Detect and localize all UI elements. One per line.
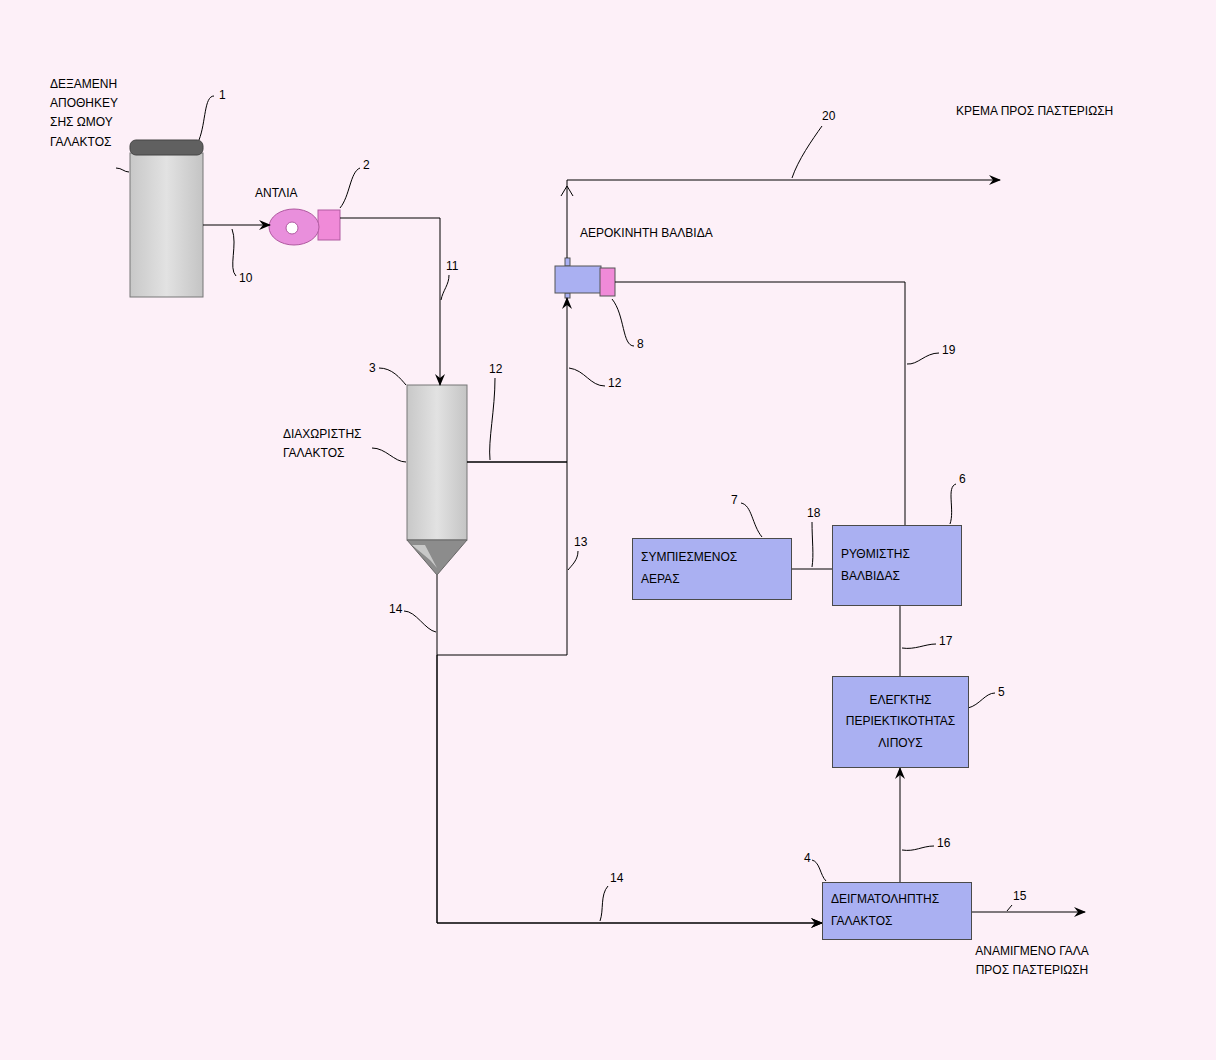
- flow-arrow: [561, 186, 573, 196]
- pipe-connector: [900, 768, 901, 882]
- separator: [407, 385, 467, 575]
- box-label: ΡΥΘΜΙΣΤΗΣ ΒΑΛΒΙΔΑΣ: [841, 544, 936, 587]
- callout-number: 18: [806, 506, 821, 520]
- pipe-connector: [792, 569, 832, 570]
- process-box: ΡΥΘΜΙΣΤΗΣ ΒΑΛΒΙΔΑΣ: [832, 525, 962, 606]
- separator: ΔΙΑΧΩΡΙΣΤΗΣ ΓΑΛΑΚΤΟΣ: [407, 385, 467, 575]
- part-label: ΑΝΤΛΙΑ: [255, 184, 297, 203]
- pipe-connector: [340, 218, 440, 385]
- box-label: ΣΥΜΠΙΕΣΜΕΝΟΣ ΑΕΡΑΣ: [641, 547, 766, 590]
- pump: [269, 209, 340, 245]
- callout-number: 2: [362, 158, 371, 172]
- process-box: ΕΛΕΓΚΤΗΣ ΠΕΡΙΕΚΤΙΚΟΤΗΤΑΣ ΛΙΠΟΥΣ: [832, 676, 969, 768]
- callout-number: 4: [803, 851, 812, 865]
- callout-number: 14: [388, 602, 403, 616]
- part-label: ΔΙΑΧΩΡΙΣΤΗΣ ΓΑΛΑΚΤΟΣ: [283, 425, 375, 463]
- callout-number: 3: [368, 361, 377, 375]
- callout-number: 16: [936, 836, 951, 850]
- pipe-connector: [615, 282, 905, 525]
- callout-number: 8: [636, 337, 645, 351]
- callout-number: 1: [218, 88, 227, 102]
- stream-label: ΑΝΑΜΙΓΜΕΝΟ ΓΑΛΑ ΠΡΟΣ ΠΑΣΤΕΡΙΩΣΗ: [968, 942, 1096, 979]
- pump: ΑΝΤΛΙΑ: [270, 208, 340, 246]
- cream-pipe: [567, 180, 1000, 258]
- callout-number: 19: [941, 343, 956, 357]
- callout-number: 15: [1012, 889, 1027, 903]
- milk-pipe: [972, 912, 1085, 913]
- part-label: ΔΕΞΑΜΕΝΗ ΑΠΟΘΗΚΕΥ ΣΗΣ ΩΜΟΥ ΓΑΛΑΚΤΟΣ: [50, 75, 122, 152]
- process-box: ΔΕΙΓΜΑΤΟΛΗΠΤΗΣ ΓΑΛΑΚΤΟΣ: [822, 882, 972, 940]
- callout-number: 11: [445, 259, 459, 273]
- stream-label: ΚΡΕΜΑ ΠΡΟΣ ΠΑΣΤΕΡΙΩΣΗ: [955, 104, 1114, 118]
- callout-number: 7: [730, 493, 739, 507]
- pipe-connector: [437, 462, 822, 923]
- process-box: ΣΥΜΠΙΕΣΜΕΝΟΣ ΑΕΡΑΣ: [632, 538, 792, 600]
- box-label: ΔΕΙΓΜΑΤΟΛΗΠΤΗΣ ΓΑΛΑΚΤΟΣ: [831, 889, 956, 932]
- air-valve: ΑΕΡΟΚΙΝΗΤΗ ΒΑΛΒΙΔΑ: [555, 262, 615, 298]
- box-label: ΕΛΕΓΚΤΗΣ ΠΕΡΙΕΚΤΙΚΟΤΗΤΑΣ ΛΙΠΟΥΣ: [841, 690, 960, 755]
- part-label: ΑΕΡΟΚΙΝΗΤΗ ΒΑΛΒΙΔΑ: [580, 224, 713, 243]
- callout-number: 12: [488, 362, 503, 376]
- pipe-connector: [900, 606, 901, 676]
- leader-lines: [116, 96, 1012, 921]
- callout-number: 17: [938, 634, 953, 648]
- storage-tank: ΔΕΞΑΜΕΝΗ ΑΠΟΘΗΚΕΥ ΣΗΣ ΩΜΟΥ ΓΑΛΑΚΤΟΣ: [130, 140, 203, 297]
- callout-number: 5: [997, 685, 1006, 699]
- tank: [130, 140, 203, 297]
- pipe-connector: [467, 298, 567, 462]
- callout-number: 13: [573, 535, 588, 549]
- pipe-connector: [203, 225, 270, 226]
- callout-number: 20: [821, 109, 836, 123]
- callout-number: 14: [609, 871, 624, 885]
- pipe: [561, 180, 1085, 912]
- callout-number: 6: [958, 472, 967, 486]
- air-valve: [555, 258, 615, 298]
- pipe-connector: [437, 575, 822, 923]
- callout-number: 10: [238, 271, 253, 285]
- callout-number: 12: [607, 376, 622, 390]
